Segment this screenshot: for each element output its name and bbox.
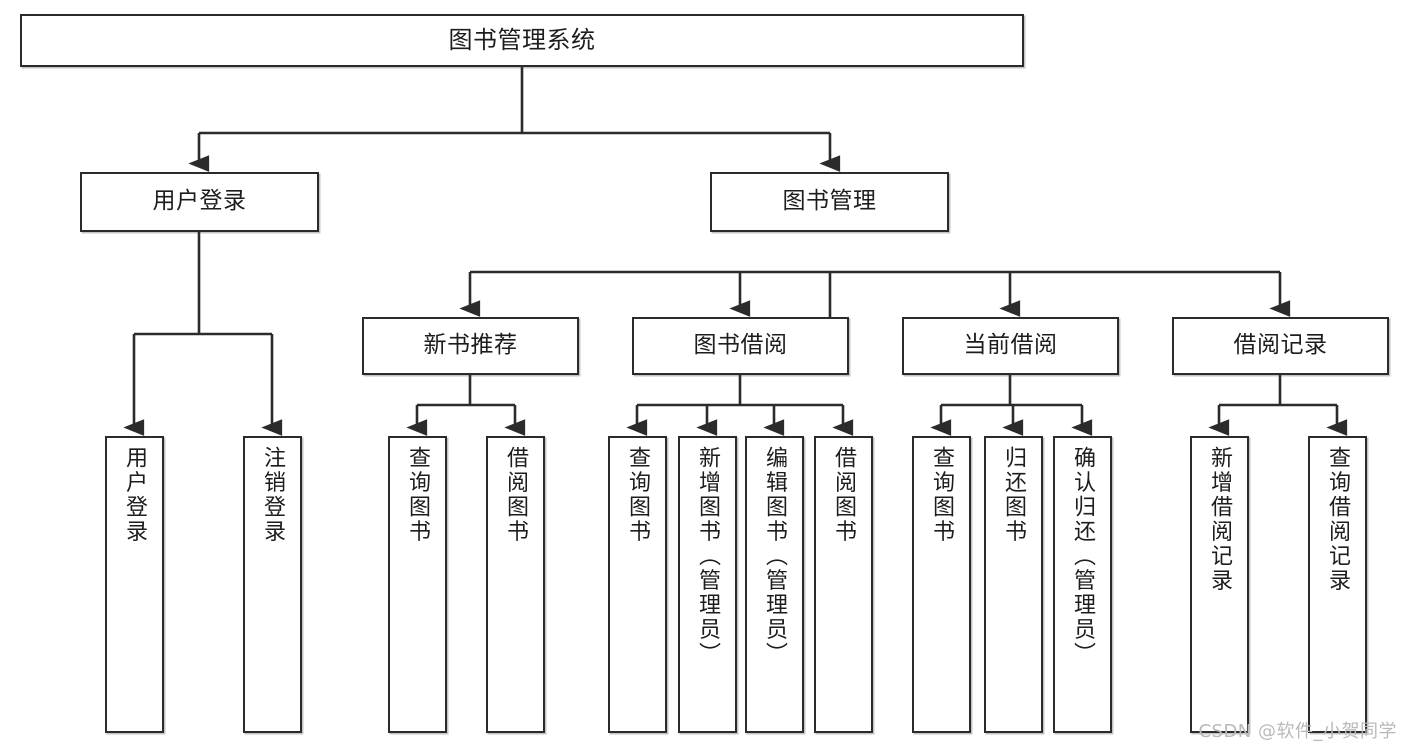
node-leaf-add-record[interactable]: 新增借阅记录 — [1190, 436, 1249, 733]
node-leaf-query-book-1-label: 查询图书 — [405, 446, 431, 544]
node-leaf-return-book-label: 归还图书 — [1001, 446, 1027, 544]
node-leaf-borrow-book-2-label: 借阅图书 — [831, 446, 857, 544]
node-leaf-query-book-2[interactable]: 查询图书 — [608, 436, 667, 733]
node-user-login-label: 用户登录 — [152, 188, 247, 215]
node-book-manage[interactable]: 图书管理 — [710, 172, 949, 232]
node-borrow-record[interactable]: 借阅记录 — [1172, 317, 1389, 375]
node-leaf-borrow-book-1-label: 借阅图书 — [503, 446, 529, 544]
node-leaf-user-login[interactable]: 用户登录 — [105, 436, 164, 733]
node-leaf-edit-book[interactable]: 编辑图书（管理员） — [745, 436, 804, 733]
node-book-manage-label: 图书管理 — [782, 188, 877, 215]
node-leaf-query-record-label: 查询借阅记录 — [1325, 446, 1351, 593]
node-leaf-return-book[interactable]: 归还图书 — [984, 436, 1043, 733]
node-leaf-query-book-1[interactable]: 查询图书 — [388, 436, 447, 733]
node-leaf-query-book-3[interactable]: 查询图书 — [912, 436, 971, 733]
node-leaf-query-book-3-label: 查询图书 — [929, 446, 955, 544]
node-leaf-query-record[interactable]: 查询借阅记录 — [1308, 436, 1367, 733]
node-new-book-recommend[interactable]: 新书推荐 — [362, 317, 579, 375]
node-leaf-add-record-label: 新增借阅记录 — [1207, 446, 1233, 593]
node-current-borrow-label: 当前借阅 — [963, 332, 1058, 359]
node-book-borrow[interactable]: 图书借阅 — [632, 317, 849, 375]
node-leaf-add-book[interactable]: 新增图书（管理员） — [678, 436, 737, 733]
watermark: CSDN @软件_小贺同学 — [1198, 721, 1397, 742]
node-root-label: 图书管理系统 — [448, 26, 596, 55]
node-book-borrow-label: 图书借阅 — [693, 332, 788, 359]
node-root[interactable]: 图书管理系统 — [20, 14, 1024, 67]
node-leaf-confirm-return-label: 确认归还（管理员） — [1070, 446, 1096, 667]
node-leaf-user-logout[interactable]: 注销登录 — [243, 436, 302, 733]
node-leaf-borrow-book-2[interactable]: 借阅图书 — [814, 436, 873, 733]
node-leaf-borrow-book-1[interactable]: 借阅图书 — [486, 436, 545, 733]
node-user-login[interactable]: 用户登录 — [80, 172, 319, 232]
node-leaf-add-book-label: 新增图书（管理员） — [695, 446, 721, 667]
node-leaf-edit-book-label: 编辑图书（管理员） — [762, 446, 788, 667]
node-borrow-record-label: 借阅记录 — [1233, 332, 1328, 359]
node-leaf-user-login-label: 用户登录 — [122, 446, 148, 544]
node-leaf-user-logout-label: 注销登录 — [260, 446, 286, 544]
node-new-book-recommend-label: 新书推荐 — [423, 332, 518, 359]
node-leaf-confirm-return[interactable]: 确认归还（管理员） — [1053, 436, 1112, 733]
node-current-borrow[interactable]: 当前借阅 — [902, 317, 1119, 375]
node-leaf-query-book-2-label: 查询图书 — [625, 446, 651, 544]
